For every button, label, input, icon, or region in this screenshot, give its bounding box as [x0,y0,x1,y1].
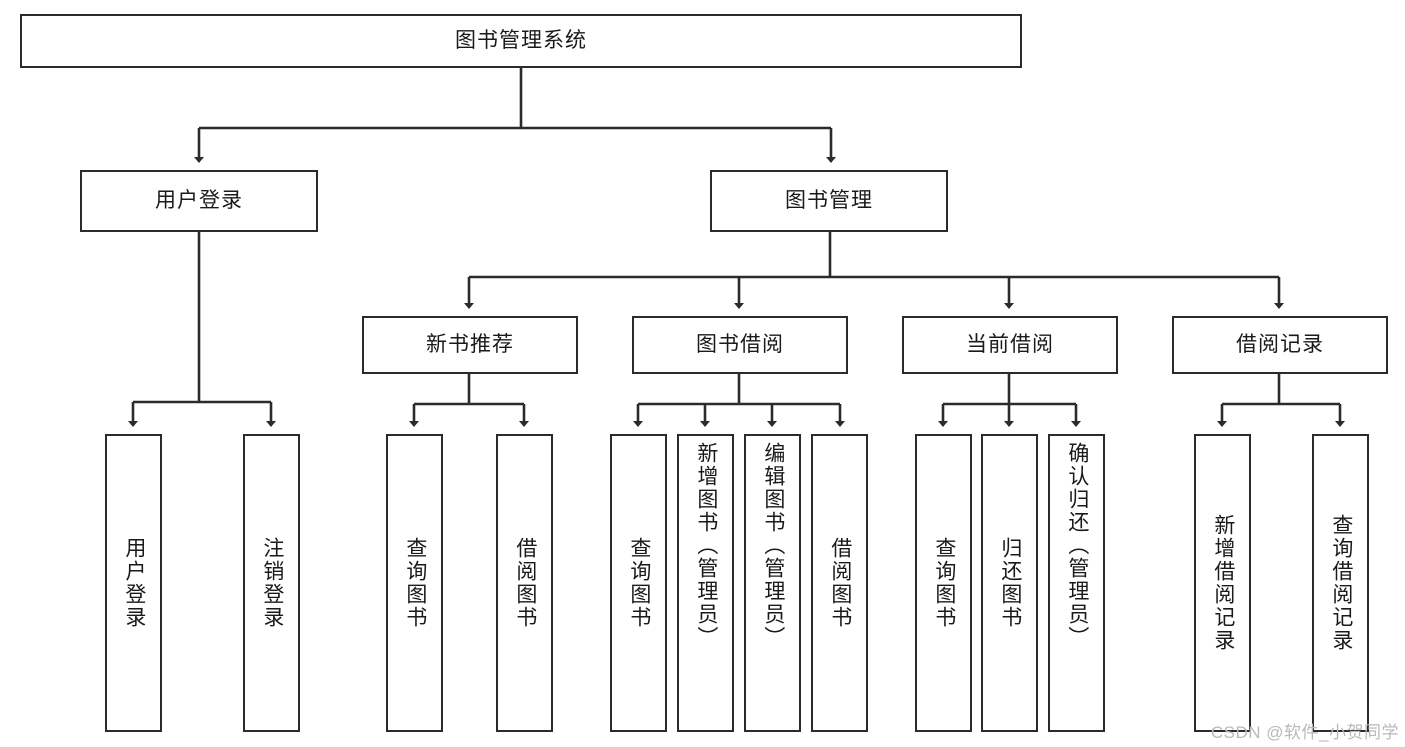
csdn-watermark: CSDN @软件_小贺同学 [1210,723,1399,742]
leaf-new-book-borrow-book[interactable]: 借阅图书 [496,434,553,732]
node-root-book-management-system[interactable]: 图书管理系统 [20,14,1022,68]
node-label: 查询借阅记录 [1329,514,1353,652]
node-book-borrow[interactable]: 图书借阅 [632,316,848,374]
leaf-book-borrow-add-book-admin[interactable]: 新增图书（管理员） [677,434,734,732]
leaf-text-wrap: 借阅图书 [498,436,551,730]
leaf-text-wrap: 编辑图书（管理员） [746,436,799,736]
leaf-new-book-query-book[interactable]: 查询图书 [386,434,443,732]
leaf-text-wrap: 用户登录 [107,436,160,730]
node-label: 当前借阅 [966,333,1054,357]
node-current-borrow[interactable]: 当前借阅 [902,316,1118,374]
leaf-user-login-login[interactable]: 用户登录 [105,434,162,732]
leaf-text-wrap: 查询图书 [917,436,970,730]
node-label: 编辑图书（管理员） [761,442,785,649]
node-label: 归还图书 [998,537,1022,629]
node-book-management[interactable]: 图书管理 [710,170,948,232]
node-label: 图书管理 [785,189,873,213]
node-user-login[interactable]: 用户登录 [80,170,318,232]
leaf-text-wrap: 注销登录 [245,436,298,730]
node-label: 借阅图书 [828,537,852,629]
leaf-book-borrow-borrow-book[interactable]: 借阅图书 [811,434,868,732]
node-label: 查询图书 [403,537,427,629]
node-label: 确认归还（管理员） [1065,442,1089,649]
node-label: 查询图书 [627,537,651,629]
leaf-current-borrow-return-book[interactable]: 归还图书 [981,434,1038,732]
node-label: 新增图书（管理员） [694,442,718,649]
node-borrow-record[interactable]: 借阅记录 [1172,316,1388,374]
leaf-text-wrap: 归还图书 [983,436,1036,730]
node-label: 新增借阅记录 [1211,514,1235,652]
node-label: 借阅图书 [513,537,537,629]
node-label: 新书推荐 [426,333,514,357]
node-label: 借阅记录 [1236,333,1324,357]
leaf-user-login-logout[interactable]: 注销登录 [243,434,300,732]
leaf-text-wrap: 查询借阅记录 [1314,436,1367,730]
leaf-text-wrap: 查询图书 [612,436,665,730]
node-label: 查询图书 [932,537,956,629]
node-new-book-recommendation[interactable]: 新书推荐 [362,316,578,374]
node-label: 图书借阅 [696,333,784,357]
node-label: 用户登录 [155,189,243,213]
leaf-text-wrap: 借阅图书 [813,436,866,730]
leaf-book-borrow-edit-book-admin[interactable]: 编辑图书（管理员） [744,434,801,732]
node-label: 注销登录 [260,537,284,629]
node-label: 用户登录 [122,537,146,629]
leaf-text-wrap: 确认归还（管理员） [1050,436,1103,736]
leaf-borrow-record-add-record[interactable]: 新增借阅记录 [1194,434,1251,732]
leaf-book-borrow-query-book[interactable]: 查询图书 [610,434,667,732]
leaf-current-borrow-confirm-return-admin[interactable]: 确认归还（管理员） [1048,434,1105,732]
leaf-text-wrap: 新增借阅记录 [1196,436,1249,730]
node-label: 图书管理系统 [455,29,587,53]
leaf-text-wrap: 查询图书 [388,436,441,730]
leaf-text-wrap: 新增图书（管理员） [679,436,732,736]
leaf-current-borrow-query-book[interactable]: 查询图书 [915,434,972,732]
leaf-borrow-record-query-record[interactable]: 查询借阅记录 [1312,434,1369,732]
